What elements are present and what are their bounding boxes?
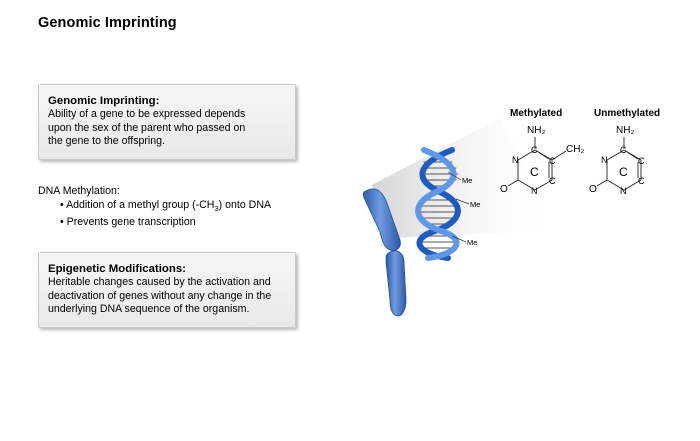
methylation-bullet: Addition of a methyl group (-CH3) onto D… (60, 199, 271, 216)
ring-carbon: C (549, 156, 556, 166)
epigenetic-line: Heritable changes caused by the activati… (48, 276, 271, 288)
methyl-label: Me (470, 200, 480, 209)
ring-center-label: C (619, 165, 628, 179)
methyl-label: Me (462, 176, 472, 185)
methylated-label: Methylated (510, 108, 562, 119)
dna-helix-shape (415, 147, 461, 261)
ring-carbon: C (638, 156, 645, 166)
unmethylated-ring-shape (596, 137, 642, 191)
methylated-ring-shape (507, 137, 567, 191)
imprinting-line: upon the sex of the parent who passed on (48, 121, 246, 134)
carbonyl-oxygen: O (589, 184, 597, 195)
ring-nitrogen: N (620, 186, 627, 196)
amine-label: NH₂ (616, 125, 634, 136)
epigenetic-line: deactivation of genes without any change… (48, 289, 272, 302)
page-title: Genomic Imprinting (38, 15, 177, 31)
imprinting-line: Ability of a gene to be expressed depend… (48, 108, 246, 120)
genomic-imprinting-box: Genomic Imprinting: Ability of a gene to… (38, 84, 296, 160)
dna-methylation-section: DNA Methylation: Addition of a methyl gr… (38, 185, 271, 230)
ring-nitrogen: N (601, 155, 608, 165)
bullet-text: Addition of a methyl group (-CH (66, 198, 215, 211)
methylation-heading: DNA Methylation: (38, 185, 120, 197)
ring-carbon: C (620, 145, 627, 155)
ring-carbon: C (549, 176, 556, 186)
ring-nitrogen: N (531, 186, 538, 196)
methylene-label: CH₂ (566, 144, 584, 155)
amine-label: NH₂ (527, 125, 545, 136)
ring-nitrogen: N (512, 155, 519, 165)
methyl-label: Me (467, 238, 477, 247)
epigenetic-heading: Epigenetic Modifications: (48, 263, 186, 275)
epigenetic-modifications-box: Epigenetic Modifications: Heritable chan… (38, 252, 296, 328)
chromosome-shape (362, 188, 407, 317)
unmethylated-label: Unmethylated (594, 108, 660, 119)
ring-center-label: C (530, 165, 539, 179)
epigenetic-line: underlying DNA sequence of the organism. (48, 303, 250, 316)
imprinting-line: the gene to the offspring. (48, 135, 166, 148)
bullet-text: ) onto DNA (218, 198, 272, 211)
ring-carbon: C (531, 145, 538, 155)
imprinting-heading: Genomic Imprinting: (48, 95, 160, 107)
ring-carbon: C (638, 176, 645, 186)
methylation-bullet: Prevents gene transcription (60, 216, 271, 230)
carbonyl-oxygen: O (500, 184, 508, 195)
subscript: 3 (214, 203, 219, 213)
